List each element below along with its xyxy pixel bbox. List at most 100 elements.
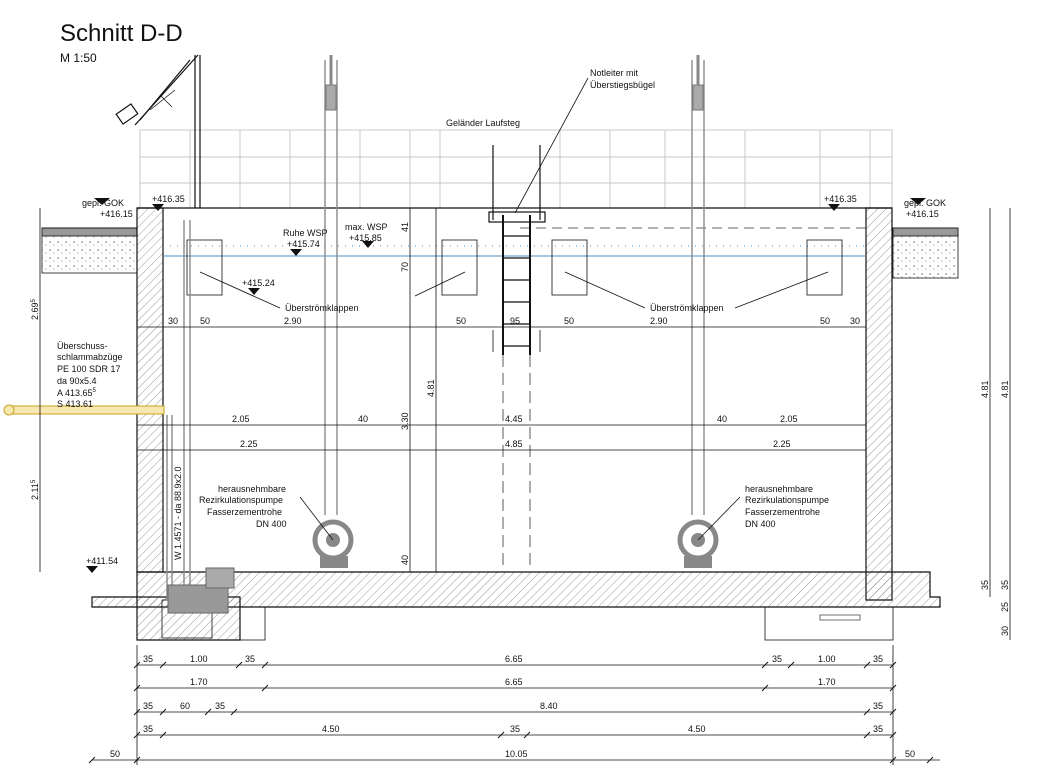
dim-v-40: 40 [400,555,410,565]
label-top-left: +416.35 [152,194,185,204]
dim-445: 4.45 [505,414,523,424]
label-ruhe-wsp: Ruhe WSP [283,228,328,238]
dim-row4-item: 4.50 [688,724,706,734]
dim-row2-item: 6.65 [505,677,523,687]
foundation-left [239,606,266,641]
pump-column-right [677,55,719,568]
dim-row4-item: 4.50 [322,724,340,734]
dimension-ticks [88,661,934,764]
label-pipe-vertical: W 1.4571 - da 88.9x2.0 [173,466,183,560]
label-max-wsp: max. WSP [345,222,388,232]
dim-row1-item: 1.00 [818,654,836,664]
foundation-right [764,606,894,641]
dim-row3-item: 35 [215,701,225,711]
label-pump-left-2: Rezirkulationspumpe [199,495,283,505]
label-top-right: +416.35 [824,194,857,204]
dim-row3-item: 60 [180,701,190,711]
leader-lines [86,77,926,573]
dim-row1-item: 1.00 [190,654,208,664]
dim-row-3: 35 60 35 8.40 35 [143,701,883,711]
dim-485: 4.85 [505,439,523,449]
dim-r-481-a: 4.81 [980,380,990,398]
dim-r-30: 30 [1000,626,1010,636]
label-schlamm-2: schlammabzüge [57,352,123,362]
label-gelaender: Geländer Laufsteg [446,118,520,128]
dim-v-211: 2.115 [30,479,40,500]
dim-row-2: 1.70 6.65 1.70 [190,677,836,687]
dim-r-35-a: 35 [980,580,990,590]
dim-row4-item: 35 [510,724,520,734]
dim-50-a: 50 [200,316,210,326]
label-pump-right-2: Rezirkulationspumpe [745,495,829,505]
dim-v-41: 41 [400,222,410,232]
label-gok-left-val: +416.15 [100,209,133,219]
wall-right [865,207,893,601]
label-schlamm-4: da 90x5.4 [57,376,97,386]
dim-row3-item: 35 [873,701,883,711]
dim-50-c: 50 [564,316,574,326]
flap-box-3 [551,239,588,296]
dim-290-a: 2.90 [284,316,302,326]
label-pump-left-1: herausnehmbare [218,484,286,494]
drawing-scale: M 1:50 [60,51,97,65]
paving-right [892,227,959,237]
crane [115,54,201,208]
label-pump-right-1: herausnehmbare [745,484,813,494]
dim-30-a: 30 [168,316,178,326]
label-ruhe-wsp-val: +415.74 [287,239,320,249]
railing [139,129,893,209]
label-gok-right-val: +416.15 [906,209,939,219]
dim-row5-item: 10.05 [505,749,528,759]
dim-r-481-b: 4.81 [1000,380,1010,398]
emergency-ladder [488,145,546,570]
dim-95: 95 [510,316,520,326]
label-notleiter-1: Notleiter mit [590,68,639,78]
dim-row1-item: 35 [873,654,883,664]
label-schlamm-5: A 413.655 [57,388,97,398]
paving-left [41,227,138,237]
dim-205-b: 2.05 [780,414,798,424]
dim-225-b: 2.25 [773,439,791,449]
label-pump-right-3: Fasserzementrohe [745,507,820,517]
dim-row1-item: 35 [245,654,255,664]
dim-row3-item: 8.40 [540,701,558,711]
dim-row1-item: 35 [772,654,782,664]
dim-50-d: 50 [820,316,830,326]
dim-v-481: 4.81 [426,379,436,397]
sludge-pipe [3,220,235,614]
dim-row4-item: 35 [873,724,883,734]
drawing-title: Schnitt D-D [60,20,183,47]
dim-50-b: 50 [456,316,466,326]
dimension-lines [39,208,1011,765]
dim-row1-item: 6.65 [505,654,523,664]
dim-30-b: 30 [850,316,860,326]
flap-box-2 [441,239,478,296]
dim-row5-item: 50 [905,749,915,759]
dim-row4-item: 35 [143,724,153,734]
label-pump-left-4: DN 400 [256,519,287,529]
dim-40-a: 40 [358,414,368,424]
label-gok-left: gepl. GOK [82,198,124,208]
dim-row3-item: 35 [143,701,153,711]
dim-row2-item: 1.70 [818,677,836,687]
dim-225-a: 2.25 [240,439,258,449]
pump-column-left [312,55,354,568]
dim-row5-item: 50 [110,749,120,759]
dim-v-269: 2.695 [30,298,40,320]
dim-r-35-b: 35 [1000,580,1010,590]
label-bottom-level: +411.54 [86,556,118,566]
dim-row-4: 35 4.50 35 4.50 35 [143,724,883,734]
dim-row1-item: 35 [143,654,153,664]
label-schlamm-3: PE 100 SDR 17 [57,364,121,374]
label-41524: +415.24 [242,278,275,288]
dim-205-a: 2.05 [232,414,250,424]
wall-left [136,207,164,573]
dim-290-b: 2.90 [650,316,668,326]
label-gok-right: gepl. GOK [904,198,946,208]
label-max-wsp-val: +415.85 [349,233,382,243]
label-schlamm-6: S 413.61 [57,399,93,409]
label-pump-right-4: DN 400 [745,519,776,529]
flap-box-1 [186,239,223,296]
dim-row-5: 50 10.05 50 [110,749,915,759]
